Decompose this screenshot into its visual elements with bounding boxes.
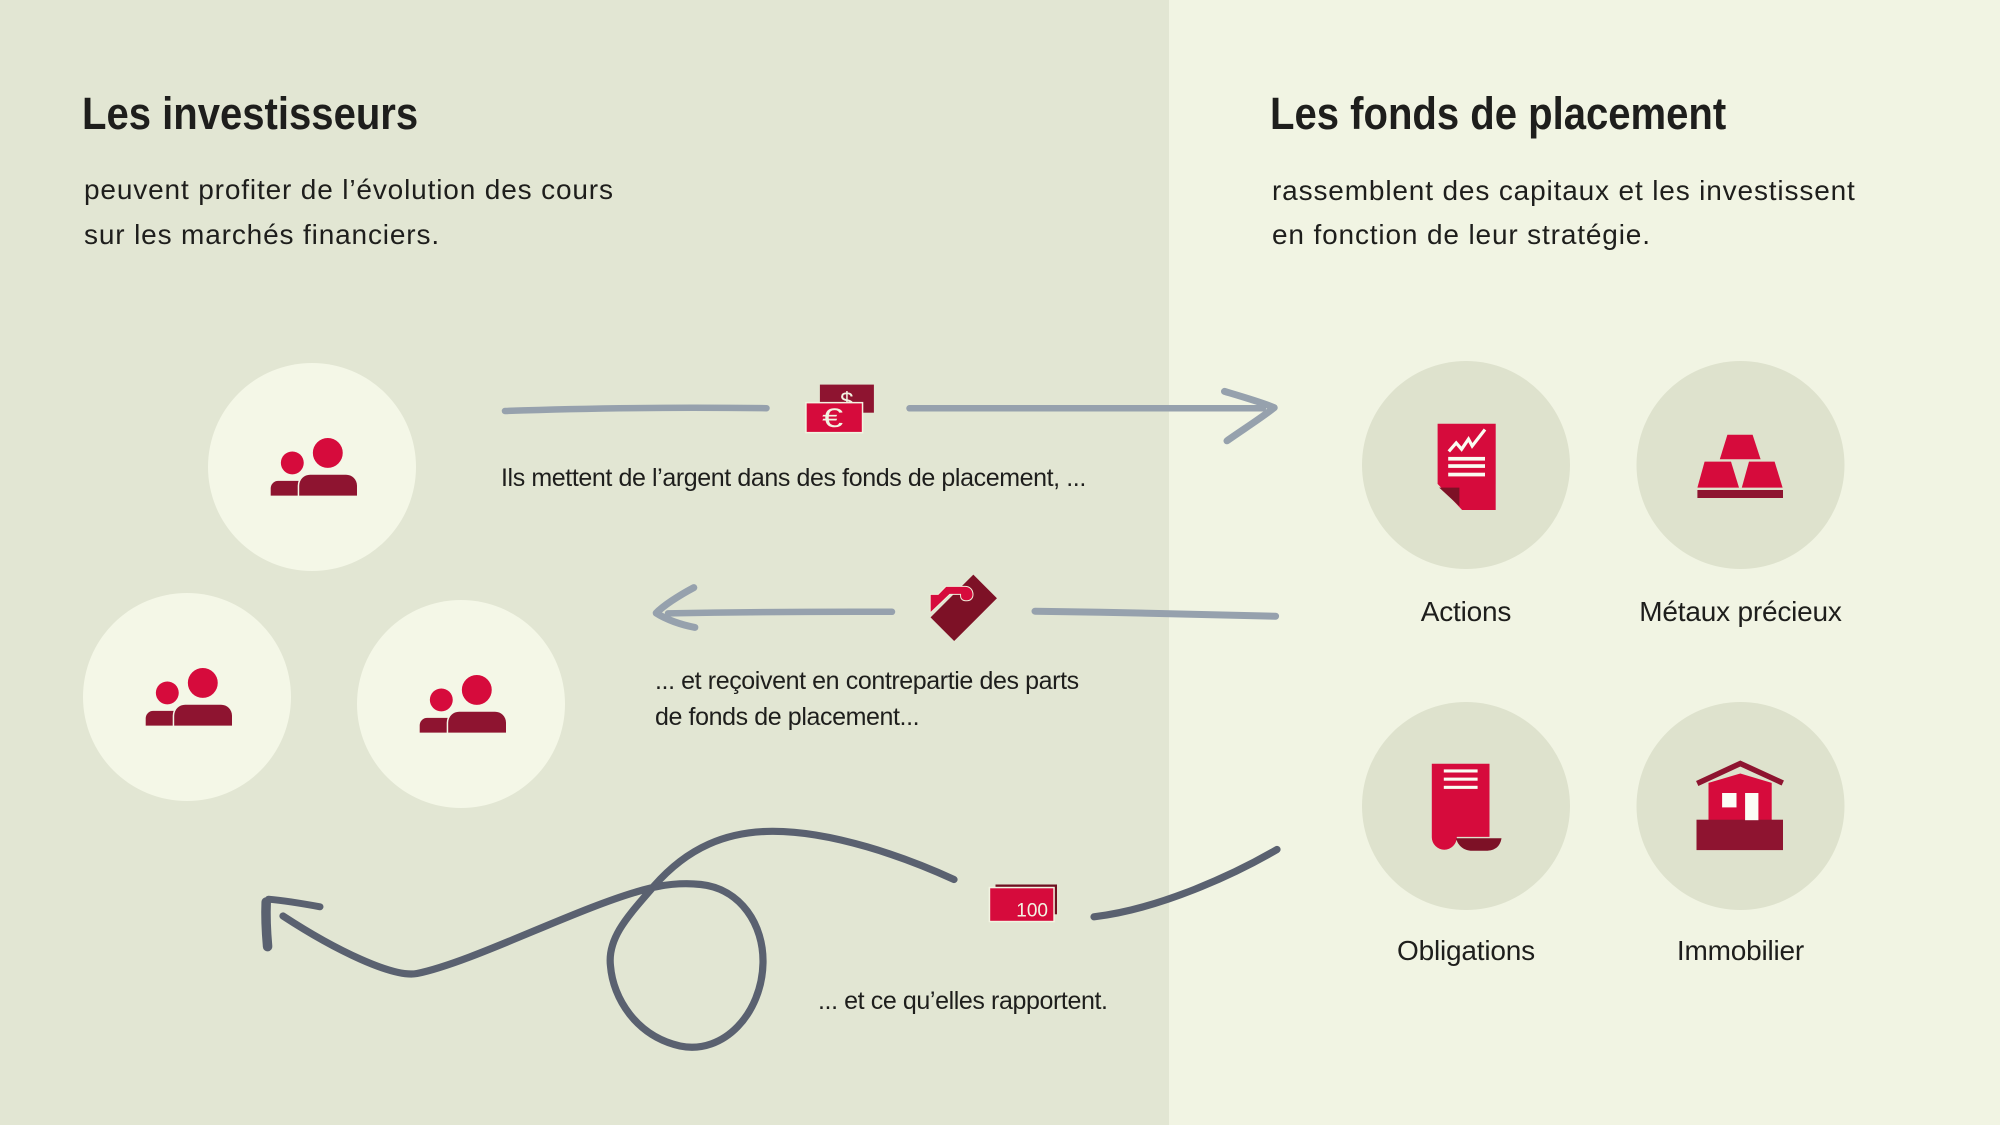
svg-text:€: €: [822, 403, 843, 433]
svg-text:100: 100: [1016, 901, 1048, 922]
